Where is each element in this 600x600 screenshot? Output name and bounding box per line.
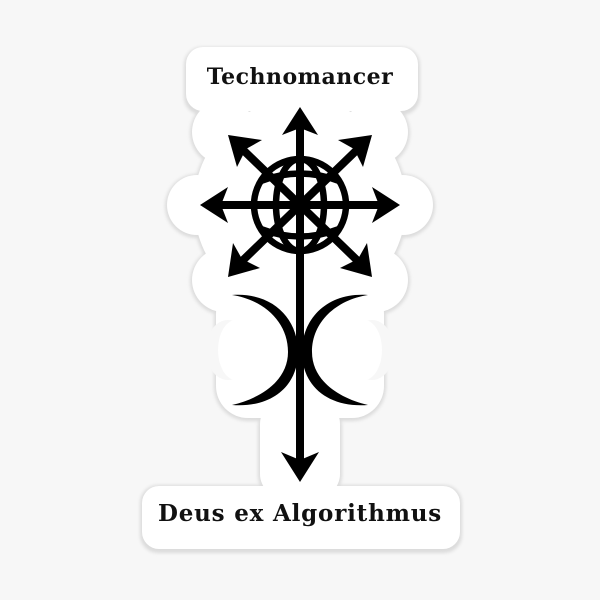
right-crescent-icon bbox=[302, 294, 368, 406]
left-crescent-icon bbox=[232, 294, 298, 406]
sigil-icon bbox=[200, 107, 400, 482]
sticker-title-bottom: Deus ex Algorithmus bbox=[157, 500, 443, 527]
globe-icon bbox=[250, 155, 350, 255]
sticker-title-top: Technomancer bbox=[206, 64, 394, 90]
